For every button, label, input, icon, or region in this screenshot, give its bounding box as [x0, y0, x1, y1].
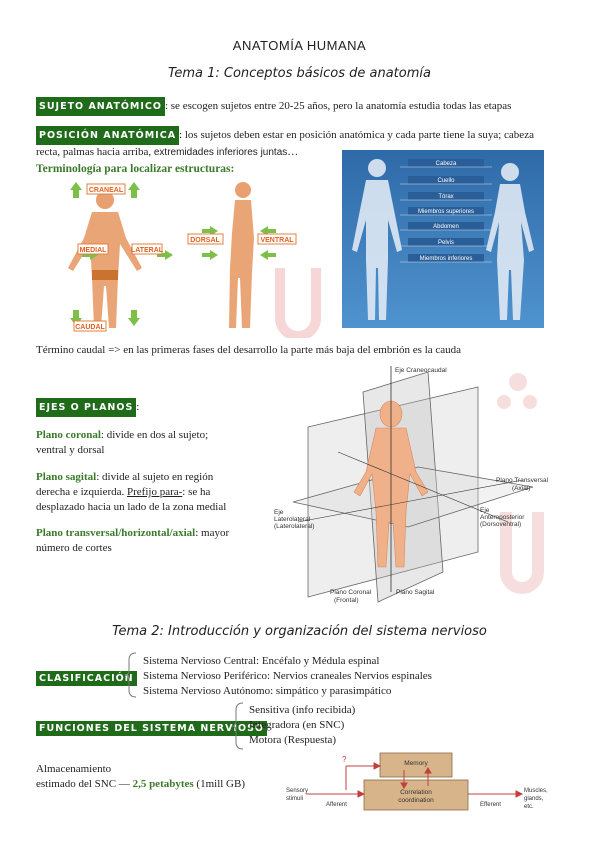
body-region-label-bg — [408, 238, 484, 246]
label-eje-antero: Eje — [480, 507, 490, 514]
ejes-heading: EJES O PLANOS: — [36, 398, 139, 417]
posicion-text2c: … — [287, 146, 299, 158]
label-coordination: coordination — [398, 797, 434, 804]
posicion-text2b: extremidades inferiores juntas — [153, 147, 288, 158]
label-stimuli: stimuli — [286, 796, 303, 802]
plano-transversal-paragraph: Plano transversal/horizontal/axial: mayo… — [36, 527, 230, 554]
sujeto-text: : se escogen sujetos entre 20-25 años, p… — [164, 100, 512, 112]
body-region-label: Miembros inferiores — [420, 256, 473, 262]
watermark-logo — [497, 373, 544, 594]
label-frontal: (Frontal) — [334, 597, 359, 604]
body-region-label-bg — [408, 159, 484, 167]
anteroposterior-axis — [337, 451, 509, 523]
posicion-paragraph: POSICIÓN ANATÓMICA: los sujetos deben es… — [36, 126, 576, 160]
plano-coronal-paragraph: Plano coronal: divide en dos al sujeto; … — [36, 429, 209, 456]
body-region-label-bg — [408, 192, 484, 200]
memory-diagram: Memory Correlation coordination Sensory … — [286, 752, 548, 811]
funciones-list: Sensitiva (info recibida) Integradora (e… — [249, 703, 355, 748]
almacenamiento-paragraph: Almacenamiento estimado del SNC — 2,5 pe… — [36, 763, 246, 790]
funciones-brace — [231, 702, 244, 750]
terminologia-heading: Terminología para localizar estructuras: — [36, 163, 235, 175]
body-region-label: Cabeza — [436, 161, 457, 167]
front-body-figure — [68, 191, 142, 328]
body-region-label: Pelvis — [438, 240, 454, 246]
label-plano-transversal: Plano Transversal — [496, 477, 549, 484]
posicion-text2: recta, palmas hacia arriba, — [36, 146, 154, 158]
funciones-label: FUNCIONES DEL SISTEMA NERVIOSO — [36, 718, 268, 736]
funciones-item: Integradora (en SNC) — [249, 719, 345, 731]
body-region-label-bg — [408, 254, 484, 262]
funciones-item: Sensitiva (info recibida) — [249, 704, 356, 716]
memory-box — [379, 752, 453, 778]
body-region-label: Tórax — [438, 194, 453, 200]
label-eje-lat: Eje — [274, 509, 284, 516]
label-muscles: Muscles, — [524, 788, 548, 794]
body-region-label-bg — [408, 176, 484, 184]
label-laterolateral-a: Laterolateral — [274, 516, 311, 523]
directional-terms-figure: CRANEAL MEDIAL LATERAL CAUDAL DORSAL VEN… — [68, 182, 321, 338]
label-lateral: LATERAL — [131, 247, 164, 254]
clasificacion-item: Sistema Nervioso Periférico: Nervios cra… — [143, 670, 432, 682]
clasificacion-item: Sistema Nervioso Autónomo: simpático y p… — [143, 685, 392, 697]
label-plano-coronal: Plano Coronal — [330, 589, 372, 596]
page-title: ANATOMÍA HUMANA — [232, 38, 367, 53]
tema2-heading: Tema 2: Introducción y organización del … — [112, 624, 487, 639]
label-caudal: CAUDAL — [75, 324, 105, 331]
funciones-item: Motora (Respuesta) — [249, 734, 337, 746]
clasificacion-list: Sistema Nervioso Central: Encéfalo y Méd… — [143, 654, 432, 699]
label-anteroposterior: Anteroposterior — [480, 514, 525, 521]
body-region-label-bg — [408, 207, 484, 215]
caudal-note: Término caudal => en las primeras fases … — [36, 344, 462, 356]
funciones-tag: FUNCIONES DEL SISTEMA NERVIOSO — [36, 721, 268, 736]
label-eje-craneocaudal: Eje Craneocaudal — [395, 367, 447, 374]
label-afferent: Afferent — [326, 802, 347, 808]
label-correlation: Correlation — [400, 789, 432, 796]
sujeto-tag: SUJETO ANATÓMICO — [36, 97, 165, 116]
label-plano-sagital: Plano Sagital — [396, 589, 435, 596]
body-region-label: Abdomen — [433, 224, 459, 230]
label-axial: (Axial) — [512, 485, 530, 492]
label-sensory: Sensory — [286, 788, 308, 794]
clasificacion-item: Sistema Nervioso Central: Encéfalo y Méd… — [143, 655, 380, 667]
clasificacion-brace — [124, 652, 137, 698]
posicion-text1: : los sujetos deben estar en posición an… — [179, 129, 534, 141]
label-etc: etc. — [524, 804, 534, 810]
side-body-figure — [229, 182, 254, 328]
ejes-tag: EJES O PLANOS — [36, 398, 137, 417]
label-ventral: VENTRAL — [260, 237, 294, 244]
watermark-logo — [275, 268, 321, 338]
posicion-tag: POSICIÓN ANATÓMICA — [36, 126, 180, 145]
label-question: ? — [342, 755, 347, 764]
label-dorsoventral: (Dorsoventral) — [480, 521, 521, 528]
anatomical-planes-figure: Eje Craneocaudal Plano Transversal (Axia… — [274, 366, 549, 604]
label-glands: glands, — [524, 796, 544, 802]
label-craneal: CRANEAL — [89, 187, 124, 194]
label-efferent: Efferent — [480, 802, 501, 808]
label-memory: Memory — [404, 760, 428, 767]
label-medial: MEDIAL — [80, 247, 108, 254]
label-laterolateral-b: (Laterolateral) — [274, 523, 314, 530]
correlation-box — [363, 779, 469, 811]
clasificacion-label: CLASIFICACIÓN — [36, 668, 137, 686]
label-dorsal: DORSAL — [190, 237, 220, 244]
sujeto-paragraph: SUJETO ANATÓMICO: se escogen sujetos ent… — [36, 97, 576, 116]
body-region-label: Cuello — [437, 178, 455, 184]
tema1-heading: Tema 1: Conceptos básicos de anatomía — [168, 66, 431, 81]
plano-sagital-paragraph: Plano sagital: divide al sujeto en regió… — [36, 471, 227, 513]
clasificacion-tag: CLASIFICACIÓN — [36, 671, 137, 686]
body-region-label: Miembros superiores — [418, 209, 474, 215]
laterolateral-axis — [297, 479, 524, 523]
body-region-label-bg — [408, 222, 484, 230]
